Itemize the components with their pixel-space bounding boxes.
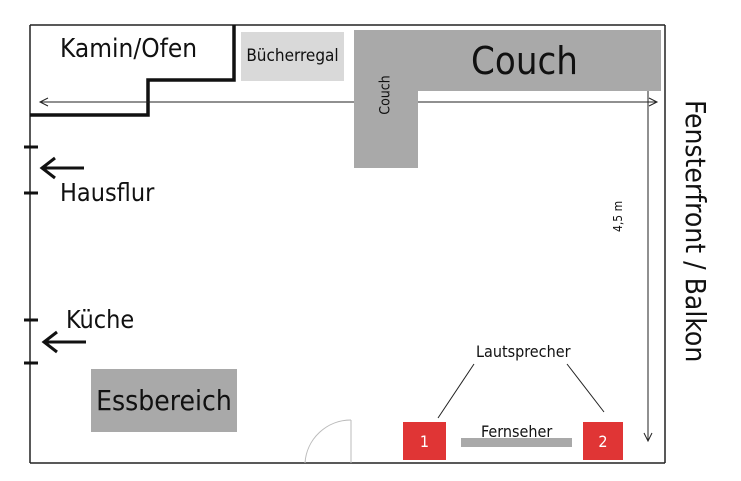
bookshelf-label: Bücherregal xyxy=(246,46,339,66)
speaker-2-label: 2 xyxy=(598,431,608,451)
speaker-2-pointer xyxy=(566,363,605,413)
left-arrow-icon xyxy=(39,156,84,180)
tv-label: Fernseher xyxy=(481,422,553,441)
speaker-1-pointer xyxy=(437,363,475,419)
speaker-1: 1 xyxy=(403,422,446,460)
dining-area: Essbereich xyxy=(91,369,237,432)
tv xyxy=(461,438,572,447)
bookshelf: Bücherregal xyxy=(241,32,344,81)
fireplace-outline xyxy=(30,25,236,117)
couch-side: Couch xyxy=(354,30,418,168)
fireplace-label: Kamin/Ofen xyxy=(60,34,198,64)
width-dimension-arrow xyxy=(38,97,659,107)
hallway-label: Hausflur xyxy=(60,178,155,207)
depth-dimension-arrow xyxy=(643,54,653,443)
kitchen-label: Küche xyxy=(66,305,135,334)
depth-dimension-label: 4,5 m xyxy=(611,200,625,232)
door-swing xyxy=(304,419,352,464)
dining-area-label: Essbereich xyxy=(96,383,232,417)
couch-main: Couch xyxy=(418,30,661,91)
window-balcony-label: Fensterfront / Balkon xyxy=(679,100,712,363)
speakers-label: Lautsprecher xyxy=(476,342,571,361)
speaker-1-label: 1 xyxy=(419,431,430,451)
speaker-2: 2 xyxy=(583,422,623,460)
couch-side-label: Couch xyxy=(378,75,394,115)
left-arrow-icon xyxy=(41,330,86,354)
couch-main-label: Couch xyxy=(471,38,578,83)
